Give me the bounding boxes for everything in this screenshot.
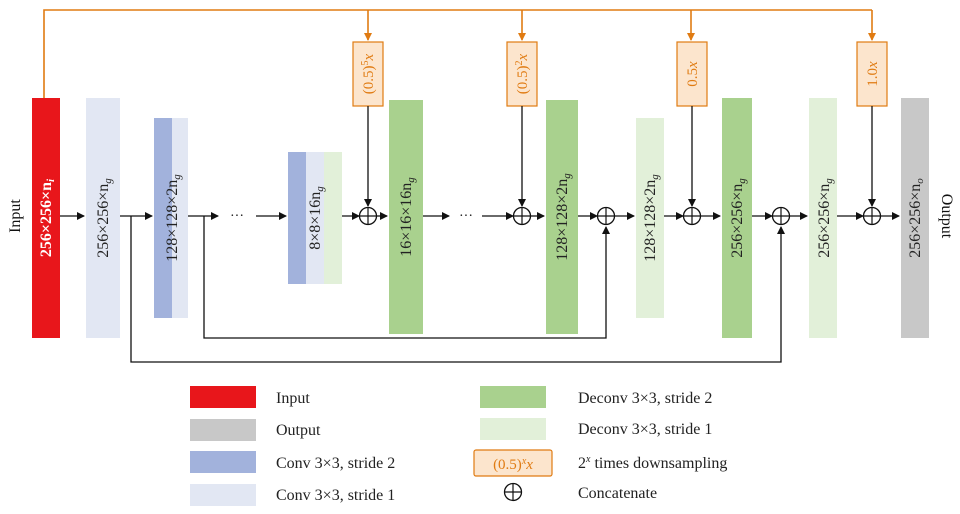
legend-swatch-output	[190, 419, 256, 441]
skip-connections	[130, 216, 785, 363]
svg-text:256×256×ng: 256×256×ng	[95, 178, 114, 258]
svg-text:1.0x: 1.0x	[865, 61, 881, 87]
encoder-block-256: 256×256×ng	[86, 98, 120, 338]
downsample-box-4: 1.0x	[856, 41, 888, 107]
concat-icon	[862, 206, 882, 226]
legend-label-conv-s2: Conv 3×3, stride 2	[276, 455, 395, 472]
encoder-block-8: 8×8×16ng	[288, 152, 342, 284]
legend-swatch-conv-s2	[190, 451, 256, 473]
legend-label-deconv-s2: Deconv 3×3, stride 2	[578, 390, 712, 407]
ellipsis-decoder: ···	[459, 209, 473, 224]
legend-label-deconv-s1: Deconv 3×3, stride 1	[578, 421, 712, 438]
ellipsis-encoder: ···	[230, 209, 244, 224]
legend-swatch-deconv-s2	[480, 386, 546, 408]
svg-text:16×16×16ng: 16×16×16ng	[398, 177, 417, 257]
downsample-skip-lines	[43, 9, 876, 98]
concat-nodes	[358, 206, 882, 226]
legend-swatch-downsample	[473, 449, 553, 477]
svg-text:(0.5)5x: (0.5)5x	[360, 53, 377, 94]
legend-label-concat: Concatenate	[578, 485, 657, 502]
legend-label-downsample: 2x times downsampling	[578, 454, 727, 472]
legend-downsample-box-text: (0.5)xx	[493, 456, 533, 473]
svg-text:128×128×2ng: 128×128×2ng	[554, 173, 573, 261]
encoder-block-128: 128×128×2ng	[154, 118, 188, 318]
concat-icon	[771, 206, 791, 226]
svg-text:128×128×2ng: 128×128×2ng	[642, 174, 661, 262]
svg-text:256×256×ni: 256×256×ni	[38, 178, 57, 257]
svg-text:(0.5)2x: (0.5)2x	[514, 53, 531, 94]
concat-icon	[512, 206, 532, 226]
legend-swatch-deconv-s1	[480, 418, 546, 440]
svg-text:128×128×2ng: 128×128×2ng	[164, 174, 183, 262]
decoder-block-16: 16×16×16ng	[389, 100, 423, 334]
legend-label-input: Input	[276, 390, 310, 407]
svg-text:8×8×16ng: 8×8×16ng	[307, 186, 326, 250]
svg-text:0.5x: 0.5x	[685, 61, 701, 87]
legend-swatch-conv-s1	[190, 484, 256, 506]
legend-label-conv-s1: Conv 3×3, stride 1	[276, 487, 395, 504]
output-side-label: Output	[938, 194, 955, 239]
input-block: 256×256×ni	[32, 98, 60, 338]
svg-text:256×256×ng: 256×256×ng	[729, 178, 748, 258]
concat-icon	[503, 482, 523, 502]
legend-swatch-input	[190, 386, 256, 408]
decoder-block-128-s1: 128×128×2ng	[636, 118, 664, 318]
svg-text:256×256×no: 256×256×no	[907, 178, 926, 258]
input-side-label: Input	[7, 199, 24, 233]
concat-icon	[682, 206, 702, 226]
downsample-box-2: (0.5)2x	[506, 41, 538, 107]
decoder-block-256: 256×256×ng	[722, 98, 752, 338]
concat-icon	[358, 206, 378, 226]
legend: Input Output Conv 3×3, stride 2 Conv 3×3…	[190, 386, 727, 506]
output-block: 256×256×no	[901, 98, 929, 338]
downsample-box-3: 0.5x	[676, 41, 708, 107]
downsample-box-1: (0.5)5x	[352, 41, 384, 107]
legend-label-output: Output	[276, 422, 321, 439]
concat-icon	[596, 206, 616, 226]
downsample-feed-arrows	[364, 106, 876, 207]
decoder-block-128: 128×128×2ng	[546, 100, 578, 334]
svg-text:256×256×ng: 256×256×ng	[816, 178, 835, 258]
decoder-block-256-s1: 256×256×ng	[809, 98, 837, 338]
